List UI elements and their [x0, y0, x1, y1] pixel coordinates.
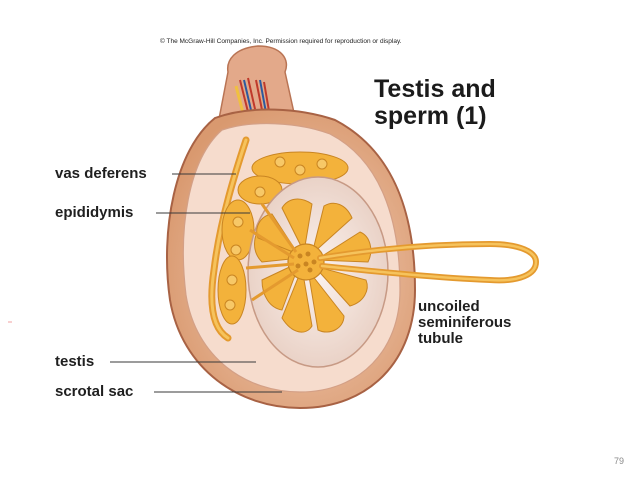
copyright-notice: © The McGraw-Hill Companies, Inc. Permis… [160, 38, 402, 45]
title-line-2: sperm (1) [374, 102, 487, 130]
label-uncoiled-line-2: seminiferous [418, 314, 512, 331]
page-number: 79 [613, 456, 624, 466]
slide-title: Testis and sperm (1) [374, 76, 496, 130]
title-line-1: Testis and [374, 75, 496, 103]
label-uncoiled-line-3: tubule [418, 330, 463, 347]
label-testis: testis [55, 353, 95, 370]
label-scrotal-sac: scrotal sac [55, 383, 134, 400]
label-uncoiled-line-1: uncoiled [418, 298, 480, 315]
label-uncoiled-tubule: uncoiled seminiferous tubule [418, 299, 548, 347]
label-epididymis: epididymis [55, 204, 134, 221]
label-vas-deferens: vas deferens [55, 165, 147, 182]
epididymis [217, 151, 349, 325]
leader-lines [110, 173, 282, 393]
